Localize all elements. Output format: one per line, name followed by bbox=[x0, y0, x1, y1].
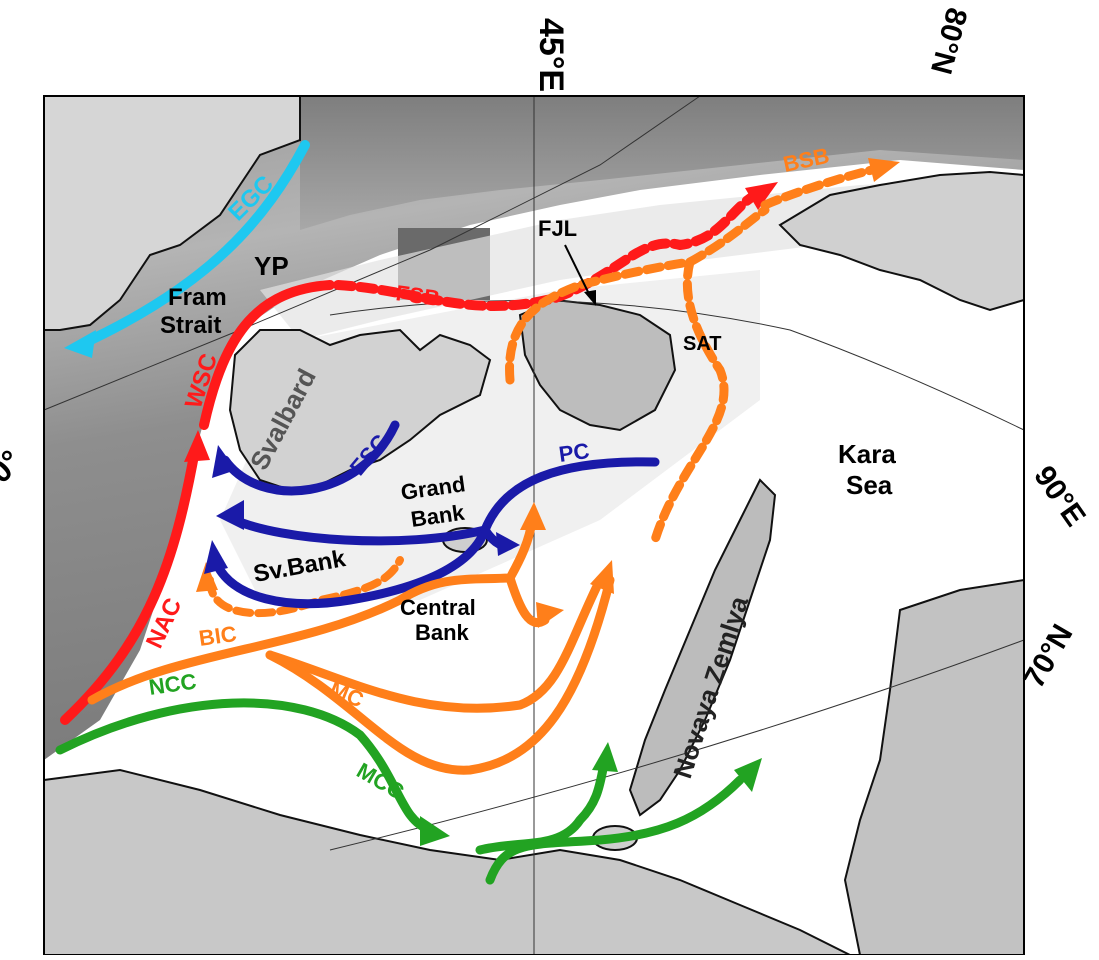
arctic-basin-area bbox=[300, 96, 1024, 230]
label-yp: YP bbox=[254, 251, 289, 281]
franz-josef-land bbox=[518, 298, 677, 432]
current-sat-inflow bbox=[505, 257, 729, 545]
current-wsc bbox=[199, 280, 335, 430]
current-ncc bbox=[55, 698, 435, 835]
deep-ocean-area bbox=[44, 96, 1024, 760]
fjl-pointer-head bbox=[584, 290, 596, 306]
label-lon-45e: 45°E bbox=[532, 18, 570, 92]
current-sat-branch bbox=[685, 205, 770, 267]
current-mcc-east bbox=[485, 775, 745, 885]
current-fsb bbox=[333, 190, 760, 311]
arrowhead-nac bbox=[184, 430, 210, 462]
arrowhead-svbank bbox=[196, 562, 218, 592]
land-masses bbox=[43, 95, 1025, 956]
meridian-0 bbox=[43, 95, 701, 411]
label-sea: Sea bbox=[846, 470, 893, 500]
arrowhead-bsb bbox=[868, 158, 900, 182]
label-bic: BIC bbox=[197, 621, 238, 651]
arrowhead-pc2 bbox=[204, 540, 228, 574]
svalbard bbox=[228, 328, 492, 492]
current-mc-south bbox=[265, 575, 615, 775]
label-strait: Strait bbox=[160, 312, 221, 339]
arrowhead-egc bbox=[64, 330, 96, 358]
label-central-bank: Bank bbox=[415, 620, 470, 645]
arrowhead-fsb bbox=[745, 182, 778, 210]
label-lon-90e: 90°E bbox=[1027, 460, 1092, 532]
label-lat-80n: 80°N bbox=[924, 4, 973, 77]
label-lon-0: 0° bbox=[0, 443, 29, 490]
label-fram: Fram bbox=[168, 284, 227, 311]
arrowhead-mcc2 bbox=[734, 758, 762, 792]
current-nac bbox=[60, 445, 200, 725]
novaya-zemlya bbox=[628, 478, 777, 817]
arrowhead-bic2 bbox=[536, 602, 564, 628]
currents bbox=[55, 140, 900, 885]
current-pc-svbank bbox=[210, 525, 490, 609]
label-sat: SAT bbox=[683, 333, 722, 355]
current-mc bbox=[265, 575, 605, 713]
arrowhead-ncc bbox=[420, 816, 450, 846]
current-bsb bbox=[760, 163, 885, 210]
current-esc bbox=[220, 420, 400, 496]
severnaya-zemlya bbox=[778, 170, 1025, 312]
arrowhead-mcc1 bbox=[592, 742, 618, 772]
label-fsb: FSB bbox=[394, 280, 441, 311]
label-central: Central bbox=[400, 595, 476, 620]
parallel-70n bbox=[329, 639, 1025, 851]
label-lat-70n: 70°N bbox=[1017, 619, 1079, 694]
label-kara: Kara bbox=[838, 439, 896, 469]
scandinavia-kola bbox=[43, 768, 851, 956]
label-pc: PC bbox=[557, 438, 591, 467]
current-mcc-north bbox=[475, 755, 610, 855]
arrowhead-esc bbox=[212, 445, 236, 478]
current-egc bbox=[75, 140, 310, 350]
fjl-pointer bbox=[564, 244, 593, 301]
label-fjl: FJL bbox=[538, 216, 577, 241]
yamal-peninsula bbox=[843, 578, 1025, 956]
greenland bbox=[43, 95, 301, 331]
current-bic bbox=[87, 515, 537, 705]
arrowhead-pc3 bbox=[496, 532, 520, 556]
arrowhead-bic1 bbox=[520, 502, 546, 530]
arrowhead-pc bbox=[216, 500, 244, 530]
